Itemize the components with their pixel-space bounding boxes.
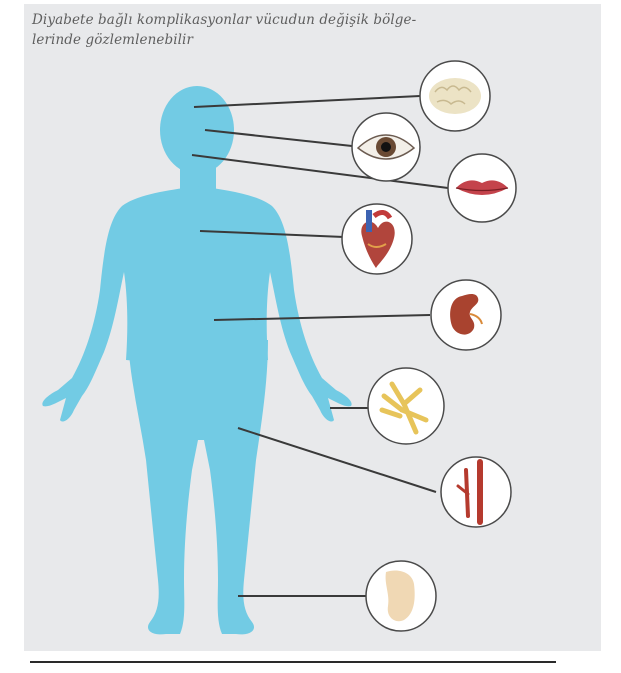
organ-circle-blood-vessels [441, 457, 511, 527]
organ-circle-mouth [448, 154, 516, 222]
brain-icon [429, 78, 481, 114]
leader-line-brain [194, 96, 420, 107]
human-body-silhouette [42, 86, 351, 634]
organ-circle-brain [420, 61, 490, 131]
organ-circle-foot [366, 561, 436, 631]
organ-circle-heart [342, 204, 412, 274]
foot-icon [386, 571, 415, 622]
organ-circle-nerves [368, 368, 444, 444]
organ-circle-eye [352, 113, 420, 181]
bottom-rule [30, 661, 556, 663]
organ-circle-kidney [431, 280, 501, 350]
